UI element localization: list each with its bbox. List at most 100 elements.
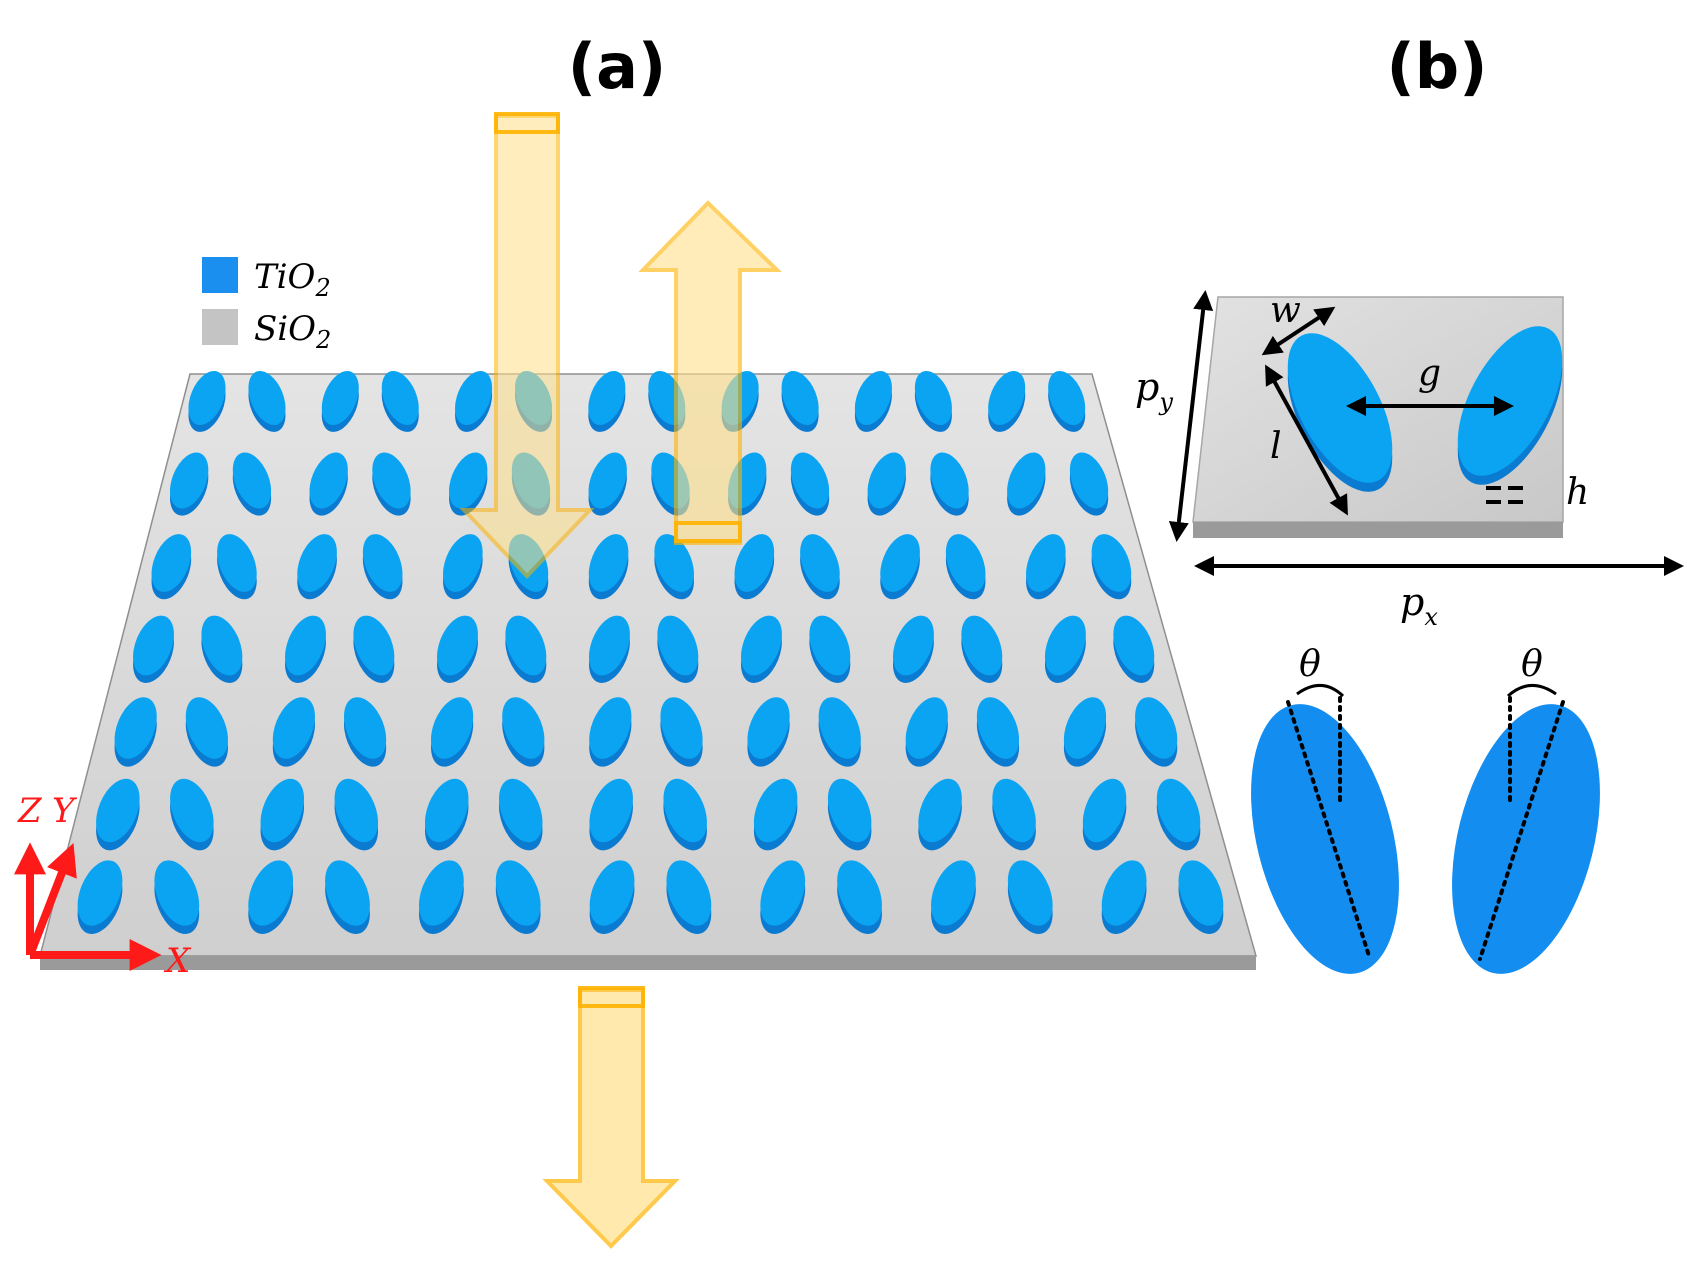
- tio2-nanopillar: [437, 615, 478, 683]
- tio2-nanopillar: [663, 778, 707, 851]
- tio2-nanopillar: [425, 778, 469, 851]
- tio2-legend-swatch: [202, 257, 238, 293]
- tio2-nanopillar: [495, 860, 541, 934]
- sio2-legend-swatch: [202, 309, 238, 345]
- tio2-nanopillar: [334, 778, 379, 851]
- rotation-detail-right: [1452, 684, 1600, 974]
- tio2-nanopillar: [248, 860, 294, 934]
- tio2-nanopillar: [185, 697, 228, 767]
- tio2-nanopillar: [201, 615, 243, 683]
- tio2-nanopillar: [260, 778, 305, 851]
- panel-b-label: (b): [1386, 30, 1487, 103]
- tio2-nanopillar: [1091, 534, 1132, 600]
- incident-beam-arrow: [459, 114, 595, 579]
- tio2-nanopillar: [449, 452, 488, 516]
- tio2-nanopillar: [800, 534, 840, 600]
- tio2-nanopillar: [854, 370, 892, 432]
- tio2-nanopillar: [781, 370, 819, 432]
- material-legend: TiO2 SiO2: [202, 257, 331, 354]
- tio2-nanopillar: [747, 697, 790, 767]
- tio2-nanopillar: [154, 860, 200, 934]
- tio2-nanopillar: [657, 615, 699, 683]
- tio2-nanopillar: [760, 860, 806, 934]
- tio2-nanopillar: [1178, 860, 1224, 934]
- tio2-nanopillar: [588, 534, 629, 600]
- tio2-nanopillar: [362, 534, 403, 600]
- tio2-nanopillar: [297, 534, 337, 600]
- theta-right-label: θ: [1521, 644, 1543, 685]
- tio2-nanopillar: [309, 452, 348, 516]
- y-axis-label: Y: [52, 791, 78, 831]
- tio2-nanopillar: [988, 370, 1026, 432]
- tio2-nanopillar: [96, 778, 140, 851]
- tio2-nanopillar: [418, 860, 464, 934]
- tio2-nanopillar: [133, 615, 174, 683]
- l-dimension-arrow: [1265, 364, 1348, 516]
- tio2-nanopillar: [505, 615, 547, 683]
- tio2-nanopillar: [867, 452, 906, 516]
- tio2-nanopillar: [321, 370, 359, 432]
- tio2-nanopillar: [914, 370, 952, 432]
- w-label: w: [1270, 290, 1301, 331]
- tio2-nanopillar: [502, 697, 545, 767]
- tio2-nanopillar: [589, 778, 633, 851]
- tio2-nanopillar: [809, 615, 851, 683]
- panel-a-label: (a): [568, 30, 667, 103]
- tio2-nanopillar: [666, 860, 712, 934]
- px-label: px: [1400, 580, 1438, 631]
- tio2-nanopillar: [248, 370, 286, 432]
- tio2-nanopillar: [1069, 452, 1109, 516]
- tio2-nanopillar: [734, 534, 775, 600]
- py-label: py: [1135, 365, 1173, 416]
- tio2-nanopillar: [1044, 615, 1086, 683]
- incident-beam-cap: [494, 112, 560, 134]
- tio2-nanopillar: [790, 452, 830, 516]
- tio2-nanopillar: [660, 697, 703, 767]
- tio2-nanopillar: [372, 452, 411, 516]
- tio2-nanopillar: [588, 452, 627, 516]
- h-label: h: [1566, 472, 1589, 513]
- tio2-nanopillar: [1063, 697, 1107, 767]
- tio2-nanopillar: [589, 860, 635, 934]
- g-label: g: [1418, 353, 1441, 394]
- tio2-nanopillar: [232, 452, 272, 516]
- tio2-nanopillar: [918, 778, 962, 851]
- tio2-nanopillar: [151, 534, 192, 600]
- tio2-nanopillar: [170, 778, 214, 851]
- tio2-nanopillar: [170, 452, 209, 516]
- tio2-nanopillar: [588, 370, 626, 432]
- l-label: l: [1270, 426, 1282, 467]
- tio2-nanopillar: [930, 452, 969, 516]
- tio2-nanopillar: [1101, 860, 1147, 934]
- tio2-nanopillar: [114, 697, 157, 767]
- tio2-nanopillar: [353, 615, 395, 683]
- tio2-nanopillar: [753, 778, 798, 851]
- tio2-nanopillar: [188, 370, 226, 432]
- tio2-nanopillar: [961, 615, 1003, 683]
- tio2-nanopillar: [443, 534, 483, 600]
- tio2-nanopillar: [905, 697, 948, 767]
- tio2-nanopillar: [343, 697, 387, 767]
- theta-left-label: θ: [1299, 644, 1321, 685]
- tio2-nanopillar: [381, 370, 419, 432]
- h-dimension-marks: [1486, 486, 1523, 504]
- tio2-nanopillar: [1082, 778, 1127, 851]
- tio2-nanopillar: [1113, 615, 1155, 683]
- tio2-nanopillar: [892, 615, 934, 683]
- tio2-nanopillar: [285, 615, 326, 683]
- tio2-nanopillar: [837, 860, 882, 934]
- tio2-nanopillar: [992, 778, 1036, 851]
- tio2-nanopillar: [827, 778, 872, 851]
- z-axis-label: Z: [17, 791, 43, 831]
- tio2-nanopillar: [499, 778, 543, 851]
- tio2-nanopillar: [880, 534, 920, 600]
- tio2-nanopillar: [325, 860, 370, 934]
- coordinate-axes: Z Y X: [14, 791, 192, 981]
- tio2-nanopillar: [431, 697, 474, 767]
- tio2-nanopillar: [77, 860, 123, 934]
- tio2-nanopillar: [740, 615, 782, 683]
- tio2-nanopillar: [976, 697, 1020, 767]
- tio2-nanopillar: [1135, 697, 1178, 767]
- tio2-nanopillar: [1007, 860, 1053, 934]
